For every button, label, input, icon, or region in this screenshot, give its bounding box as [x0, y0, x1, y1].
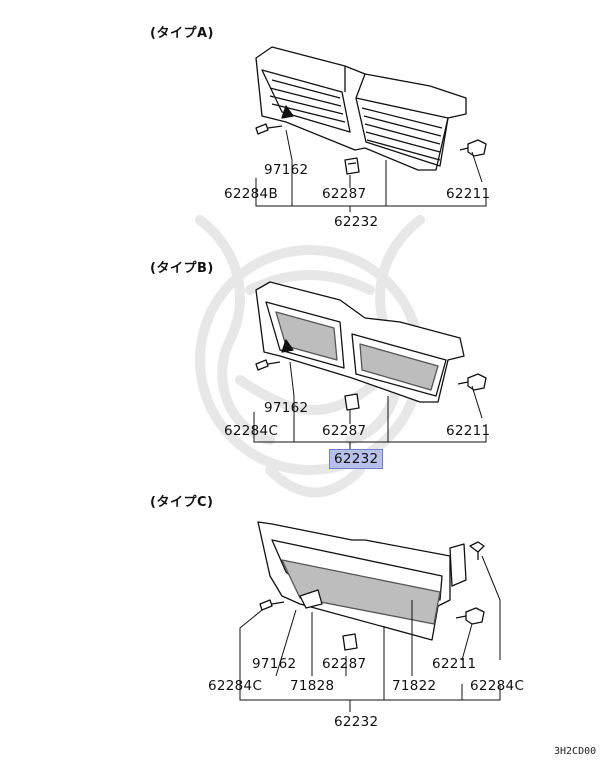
section-title-type-b: (タイプB) — [150, 261, 214, 276]
section-title-type-a: (タイプA) — [150, 26, 214, 41]
part-number-link[interactable]: 62211 — [446, 423, 491, 439]
part-number-link[interactable]: 62287 — [322, 186, 367, 202]
part-number-link[interactable]: 97162 — [264, 162, 309, 178]
clip-62287-a — [344, 157, 360, 175]
part-number-link[interactable]: 62232 — [334, 214, 379, 230]
part-number-link[interactable]: 62284C — [224, 423, 279, 439]
screw-62284c-b — [255, 359, 281, 371]
fastener-62211-c — [455, 607, 485, 625]
clip-62287-c — [342, 633, 358, 651]
screw-62284c-c-right — [469, 541, 485, 560]
section-title-type-c: (タイプC) — [150, 495, 214, 510]
part-number-link[interactable]: 62211 — [446, 186, 491, 202]
part-number-link[interactable]: 62284B — [224, 186, 279, 202]
diagram-code: 3H2CD00 — [554, 746, 597, 757]
part-number-link[interactable]: 62284C — [208, 678, 263, 694]
part-number-link[interactable]: 62284C — [470, 678, 525, 694]
part-number-link[interactable]: 71822 — [392, 678, 437, 694]
part-number-link-highlighted[interactable]: 62232 — [328, 449, 384, 469]
clip-62287-b — [344, 393, 360, 411]
part-number-link[interactable]: 62287 — [322, 656, 367, 672]
part-number-link[interactable]: 97162 — [252, 656, 297, 672]
grille-type-b — [255, 281, 465, 403]
part-number-link[interactable]: 62287 — [322, 423, 367, 439]
grille-type-a — [255, 46, 467, 171]
screw-62284c-c-left — [259, 599, 285, 611]
part-number-link[interactable]: 71828 — [290, 678, 335, 694]
screw-62284b — [255, 123, 283, 135]
part-number-link[interactable]: 62211 — [432, 656, 477, 672]
part-number-link[interactable]: 62232 — [334, 714, 379, 730]
leader-lines — [239, 129, 501, 712]
part-number-link[interactable]: 97162 — [264, 400, 309, 416]
grille-type-c — [257, 521, 467, 641]
